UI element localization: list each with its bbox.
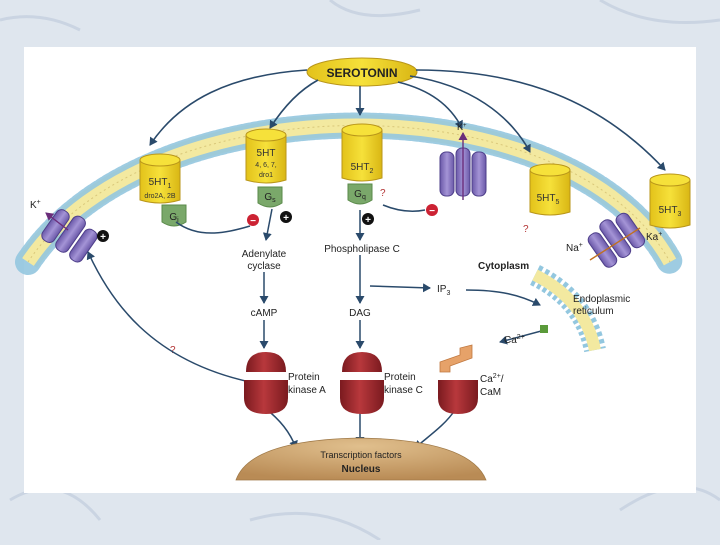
- gq-label: G: [354, 189, 362, 200]
- svg-text:−: −: [429, 206, 435, 217]
- k-ion-top-label: K+: [457, 122, 467, 132]
- arrow-to-5ht4: [269, 79, 319, 129]
- 5ht3-label: 5HT: [659, 205, 678, 216]
- nucleus-label: Nucleus: [342, 464, 381, 475]
- gs-sub: s: [272, 197, 276, 204]
- na-ion-label: Na+: [566, 242, 583, 254]
- protein-kinase-a: Protein kinase A: [244, 352, 326, 414]
- camp-label: cAMP: [251, 308, 278, 319]
- minus-sign-k-top: −: [426, 204, 438, 217]
- minus-sign-gi: −: [247, 214, 259, 227]
- serotonin-label: SEROTONIN: [326, 66, 397, 80]
- 5ht1-label: 5HT: [149, 177, 168, 188]
- svg-text:5HT5: 5HT5: [537, 193, 560, 206]
- cam-label-line2: CaM: [480, 387, 501, 398]
- svg-text:+: +: [100, 232, 106, 243]
- arrow-to-k-channel-top: [397, 81, 463, 129]
- transcription-factors-label: Transcription factors: [320, 450, 402, 460]
- gi-to-adenylate-line: [175, 221, 251, 234]
- adenylate-label: Adenylate: [242, 249, 287, 260]
- 5ht4-note: 4, 6, 7,: [255, 162, 276, 169]
- serotonin-molecule: SEROTONIN: [306, 57, 418, 87]
- arrow-to-5ht5: [409, 75, 531, 153]
- receptor-5ht2: 5HT2 Gq: [341, 123, 383, 205]
- 5ht5-label: 5HT: [537, 193, 556, 204]
- 5ht1-sub: 1: [168, 183, 172, 190]
- serotonin-arrows: [149, 69, 666, 171]
- gi-label: G: [169, 212, 177, 223]
- er-label-line2: reticulum: [573, 306, 614, 317]
- receptor-5ht3: 5HT3: [649, 173, 691, 229]
- k-efflux-arrow-left: [45, 212, 69, 231]
- pka-label-line1: Protein: [288, 372, 320, 383]
- cyclase-label: cyclase: [247, 261, 281, 272]
- question-mark-pka: ?: [170, 345, 176, 356]
- svg-text:5HT3: 5HT3: [659, 205, 682, 218]
- plus-sign-gq: +: [362, 213, 374, 226]
- 5ht1-note: dro2A, 2B: [144, 193, 175, 200]
- na-channel-right: [587, 212, 646, 268]
- pkc-label-line1: Protein: [384, 372, 416, 383]
- er-label-line1: Endoplasmic: [573, 294, 630, 305]
- ka-ion-label: Ka+: [646, 231, 662, 243]
- 5ht5-sub: 5: [556, 199, 560, 206]
- protein-kinase-c: Protein kinase C: [340, 352, 423, 414]
- arrow-to-5ht1: [149, 69, 308, 146]
- plc-to-ip3-arrow: [369, 283, 431, 293]
- k-ion-left-label: K+: [30, 199, 41, 211]
- svg-text:−: −: [250, 216, 256, 227]
- svg-text:+: +: [365, 215, 371, 226]
- gs-to-adenylate-arrow: [262, 208, 273, 241]
- svg-text:5HT1: 5HT1: [149, 177, 172, 190]
- pka-label-line2: kinase A: [288, 385, 326, 396]
- cytoplasm-label: Cytoplasm: [478, 261, 529, 272]
- arrow-to-5ht3: [415, 69, 666, 171]
- svg-text:5HT2: 5HT2: [351, 162, 374, 175]
- 5ht3-sub: 3: [678, 211, 682, 218]
- na-flux-line: [589, 227, 641, 261]
- svg-text:+: +: [283, 213, 289, 224]
- pkc-label-line2: kinase C: [384, 385, 423, 396]
- er-calcium-channel: [540, 325, 548, 333]
- er-to-ca-arrow: [499, 329, 546, 345]
- gi-sub: i: [177, 217, 179, 224]
- svg-text:Gs: Gs: [264, 192, 276, 204]
- 5ht2-sub: 2: [370, 168, 374, 175]
- ca-ion-label: Ca2+: [504, 334, 525, 346]
- svg-text:Gi: Gi: [169, 212, 179, 224]
- plus-sign-gs: +: [280, 211, 292, 224]
- dag-label: DAG: [349, 308, 371, 319]
- endoplasmic-reticulum: [529, 265, 606, 353]
- question-mark-5ht5: ?: [523, 224, 529, 235]
- receptor-5ht5: 5HT5: [529, 163, 571, 216]
- question-mark-gq: ?: [380, 188, 386, 199]
- 5ht4-label: 5HT: [257, 148, 276, 159]
- 5ht4-note2: dro1: [259, 172, 273, 179]
- svg-text:Gq: Gq: [354, 189, 366, 201]
- phospholipase-c-label: Phospholipase C: [324, 244, 400, 255]
- receptor-5ht4: 5HT 4, 6, 7, dro1 Gs: [245, 128, 287, 208]
- ip3-to-er-arrow: [465, 289, 541, 306]
- gq-to-k-top-line: [382, 204, 426, 212]
- calmodulin-kinase: Ca2+/ CaM: [438, 344, 504, 414]
- ip3-label: IP3: [437, 284, 450, 297]
- gs-label: G: [264, 192, 272, 203]
- plus-sign-k-left: +: [97, 230, 109, 243]
- nucleus: Transcription factors Nucleus: [235, 437, 487, 481]
- pka-to-k-channel-arrow: [86, 251, 251, 383]
- receptor-5ht1: 5HT1 dro2A, 2B Gi: [139, 153, 187, 227]
- cam-label-line1: Ca2+/: [480, 373, 504, 385]
- gq-sub: q: [362, 194, 366, 201]
- k-channel-left: [41, 209, 98, 263]
- 5ht2-label: 5HT: [351, 162, 370, 173]
